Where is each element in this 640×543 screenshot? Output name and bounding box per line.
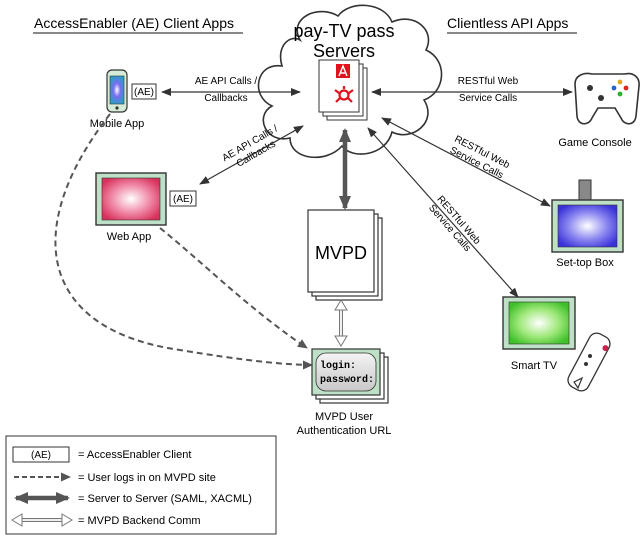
- web-app-label: Web App: [107, 231, 151, 243]
- cloud-title-line1: pay-TV pass: [293, 21, 394, 41]
- remote-control-icon: [567, 332, 611, 392]
- smart-tv-label: Smart TV: [511, 360, 558, 372]
- legend-dashed-text: = User logs in on MVPD site: [78, 472, 216, 484]
- mobile-app-label: Mobile App: [90, 118, 144, 130]
- mobile-device: [106, 69, 128, 113]
- legend-ae-badge: [12, 446, 70, 463]
- web-ae-badge-text: (AE): [173, 194, 193, 205]
- web-app-monitor: [95, 172, 167, 226]
- game-controller-icon: [574, 72, 640, 125]
- mobile-ae-badge: [131, 83, 157, 100]
- web-login-dashed-path: [159, 227, 308, 349]
- right-header: Clientless API Apps: [447, 15, 568, 31]
- game-console-label: Game Console: [558, 137, 631, 149]
- adobe-logo-icon: [336, 64, 350, 78]
- legend-ae-badge-text: (AE): [31, 450, 51, 461]
- mobile-arrow-label-line1: AE API Calls /: [195, 76, 257, 87]
- mvpd-login-page: [311, 348, 389, 404]
- mvpd-label: MVPD: [315, 243, 367, 263]
- web-ae-badge: [169, 190, 197, 207]
- mobile-arrow-label-line2: Callbacks: [204, 93, 247, 104]
- cloud-title-line2: Servers: [313, 41, 375, 61]
- pass-logo-icon: [334, 86, 354, 103]
- left-header: AccessEnabler (AE) Client Apps: [34, 15, 234, 31]
- login-field-label: login:: [320, 360, 356, 372]
- pay-tv-pass-server: [318, 59, 368, 121]
- legend-thick-text: = Server to Server (SAML, XACML): [78, 493, 252, 505]
- tv-restful-arrow: [367, 127, 519, 298]
- mvpd-auth-label-line2: Authentication URL: [297, 425, 392, 437]
- legend-ae-text: = AccessEnabler Client: [78, 449, 191, 461]
- mobile-login-dashed-path: [54, 113, 313, 370]
- password-field-label: password:: [320, 374, 374, 386]
- web-ae-api-arrow: [199, 125, 304, 185]
- legend-hollow-text: = MVPD Backend Comm: [78, 515, 201, 527]
- console-arrow-label-line2: Service Calls: [459, 93, 517, 104]
- mvpd-backend-comm-arrow: [334, 299, 348, 347]
- mvpd-auth-label-line1: MVPD User: [315, 411, 373, 423]
- legend-hollow-arrow: [11, 513, 73, 527]
- mobile-ae-badge-text: (AE): [134, 87, 154, 98]
- smart-tv-device: [502, 296, 576, 350]
- console-arrow-label-line1: RESTful Web: [458, 76, 519, 87]
- set-top-box-label: Set-top Box: [556, 257, 614, 269]
- set-top-box-device: [551, 179, 624, 253]
